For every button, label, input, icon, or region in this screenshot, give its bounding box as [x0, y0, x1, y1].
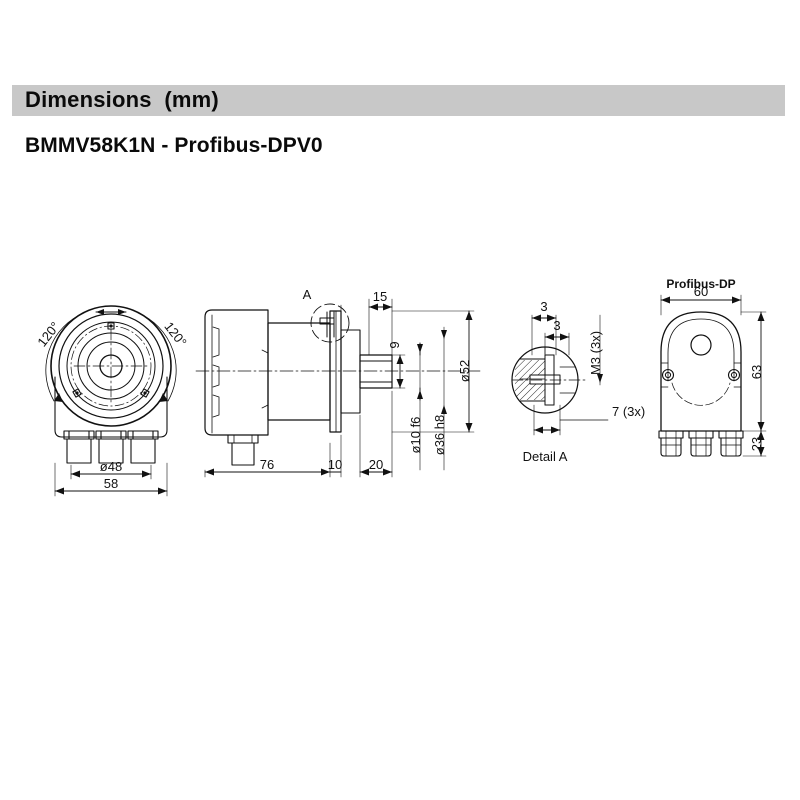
label-spigot-dia: ø36 h8	[432, 415, 447, 455]
label-shaft-dia: ø10 f6	[408, 417, 423, 454]
label-cap-width-60: 60	[694, 284, 708, 299]
label-bolt-circle-dia: ø48	[100, 459, 122, 474]
page-title: Dimensions (mm)	[25, 87, 219, 112]
label-outer-width: 58	[104, 476, 118, 491]
label-cap-height-63: 63	[749, 365, 764, 379]
label-angle-right: 120°	[161, 319, 189, 349]
side-section-view	[195, 298, 481, 478]
caption-detail-a: Detail A	[523, 449, 568, 464]
section-header-bar	[12, 85, 785, 116]
profibus-dp-view	[658, 294, 767, 457]
label-detail-3-outer: 3	[540, 299, 547, 314]
label-gland-height-23: 23	[749, 437, 764, 451]
label-detail-3-inner: 3	[553, 318, 560, 333]
title-profibus-dp: Profibus-DP	[666, 277, 735, 291]
drawing-canvas: 120° 120° ø48 58 A 15 9 76 10 20 ø10 f6 …	[34, 277, 767, 497]
technical-drawing: 120° 120° ø48 58 A 15 9 76 10 20 ø10 f6 …	[0, 255, 800, 515]
label-thread-m3: M3 (3x)	[588, 331, 603, 375]
label-angle-left: 120°	[34, 319, 62, 349]
product-model-title: BMMV58K1N - Profibus-DPV0	[25, 134, 323, 157]
front-flange-view	[45, 305, 177, 497]
label-body-length-76: 76	[260, 457, 274, 472]
label-shaft-length-20: 20	[369, 457, 383, 472]
label-flange-thickness-10: 10	[328, 457, 342, 472]
label-keyway-9: 9	[387, 341, 402, 348]
label-detail-callout-a: A	[303, 287, 312, 302]
label-flange-offset-15: 15	[373, 289, 387, 304]
label-flange-dia: ø52	[457, 360, 472, 382]
label-depth-7: 7 (3x)	[612, 404, 645, 419]
detail-a-view	[511, 314, 609, 436]
drawing-labels: 120° 120° ø48 58 A 15 9 76 10 20 ø10 f6 …	[34, 277, 764, 491]
